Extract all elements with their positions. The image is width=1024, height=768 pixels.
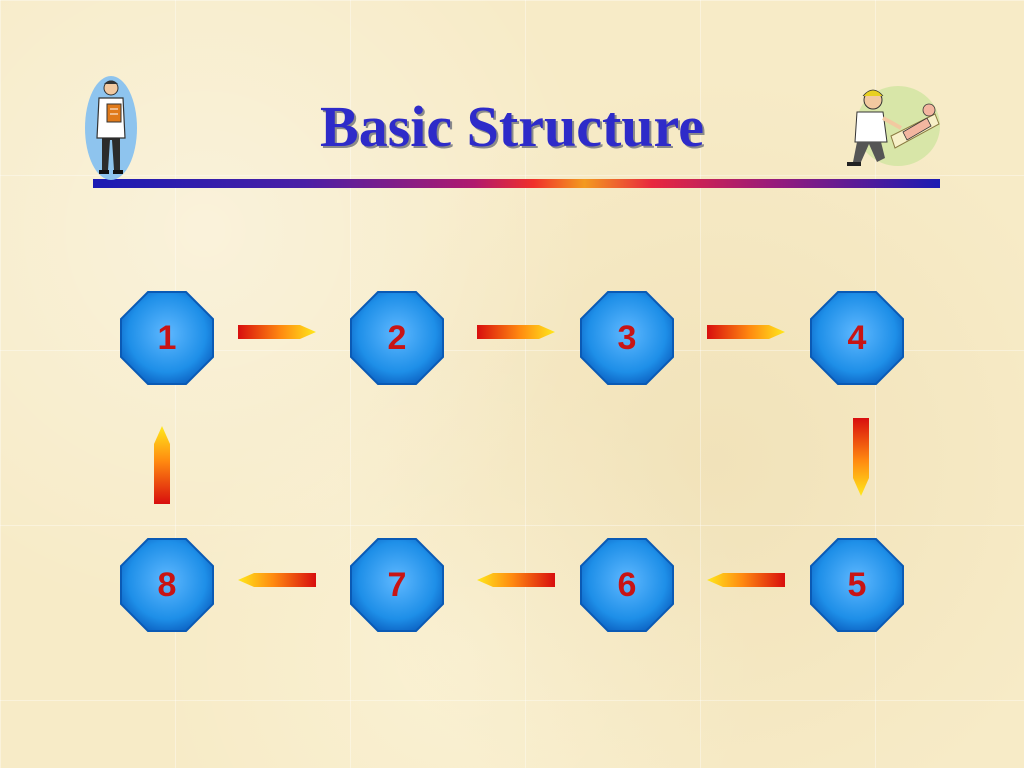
octagon-shape (580, 538, 674, 632)
step-1-octagon: 1 (120, 291, 214, 385)
slide-title: Basic Structure (320, 94, 704, 159)
step-8-octagon: 8 (120, 538, 214, 632)
step-7-octagon: 7 (350, 538, 444, 632)
step-4-octagon: 4 (810, 291, 904, 385)
octagon-shape (120, 291, 214, 385)
step-6-octagon: 6 (580, 538, 674, 632)
doctor-examining-patient-icon (847, 86, 940, 166)
step-label: 6 (617, 565, 637, 604)
arrow-right-icon (477, 325, 555, 339)
step-label: 5 (847, 565, 867, 604)
octagon-shape (580, 291, 674, 385)
arrow-left-icon (238, 573, 316, 587)
arrow-left-icon (707, 573, 785, 587)
arrow-right-icon (707, 325, 785, 339)
step-2-octagon: 2 (350, 291, 444, 385)
arrow-down-icon (853, 418, 869, 496)
step-label: 4 (847, 318, 867, 357)
doctor-with-clipboard-icon (85, 76, 137, 180)
octagon-shape (810, 291, 904, 385)
step-3-octagon: 3 (580, 291, 674, 385)
step-label: 8 (157, 565, 177, 604)
octagon-shape (350, 538, 444, 632)
step-label: 2 (387, 318, 407, 357)
arrow-right-icon (238, 325, 316, 339)
octagon-shape (120, 538, 214, 632)
step-label: 7 (387, 565, 407, 604)
title-underline (93, 179, 940, 188)
arrow-left-icon (477, 573, 555, 587)
arrow-up-icon (154, 426, 170, 504)
step-label: 1 (157, 318, 177, 357)
step-5-octagon: 5 (810, 538, 904, 632)
octagon-shape (350, 291, 444, 385)
step-label: 3 (617, 318, 637, 357)
octagon-shape (810, 538, 904, 632)
